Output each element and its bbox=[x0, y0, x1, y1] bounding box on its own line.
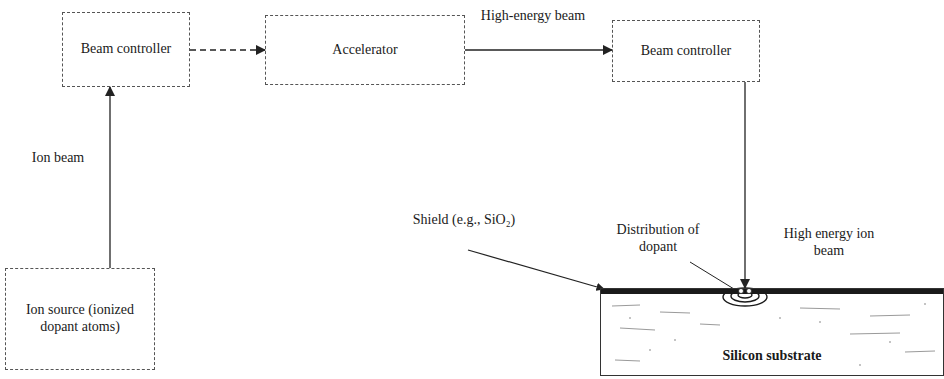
beam-arrow bbox=[465, 49, 612, 50]
node-text: Accelerator bbox=[332, 42, 397, 59]
beam-arrow bbox=[744, 82, 745, 288]
ion-source-box: Ion source (ionized dopant atoms) bbox=[5, 268, 155, 370]
beam-arrow bbox=[109, 87, 110, 268]
shield-label: Shield (e.g., SiO₂) bbox=[404, 212, 524, 229]
silicon-substrate: Silicon substrate bbox=[600, 288, 944, 376]
dopant-distribution bbox=[723, 288, 767, 306]
shield-leader bbox=[468, 250, 604, 289]
edge-label: High-energy beam bbox=[478, 8, 588, 25]
dopant-atoms bbox=[739, 289, 752, 294]
beam-controller-box: Beam controller bbox=[62, 12, 190, 87]
node-text: Beam controller bbox=[81, 41, 172, 58]
accelerator-box: Accelerator bbox=[265, 15, 465, 85]
node-text: Silicon substrate bbox=[722, 348, 821, 365]
dopant-leader bbox=[690, 262, 734, 289]
edge-label: Ion beam bbox=[14, 150, 102, 167]
beam-arrow bbox=[190, 49, 265, 50]
substrate-speckle bbox=[629, 303, 926, 366]
edge-label: High energy ion beam bbox=[770, 226, 888, 260]
beam-controller-box: Beam controller bbox=[612, 20, 760, 82]
node-text: Beam controller bbox=[641, 43, 732, 60]
node-text: Ion source (ionized dopant atoms) bbox=[14, 302, 146, 336]
dopant-label: Distribution of dopant bbox=[606, 222, 710, 256]
